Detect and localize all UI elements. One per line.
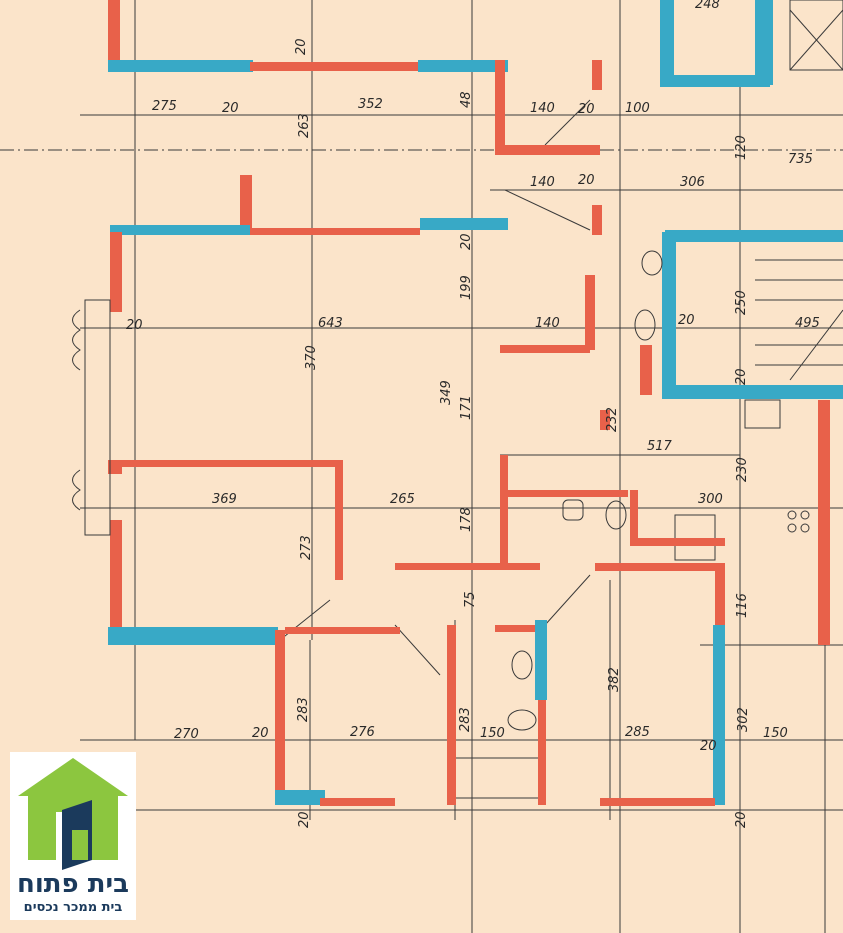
dimension-label: 178 bbox=[459, 507, 474, 532]
dimension-label: 369 bbox=[212, 492, 237, 507]
toilet-icon bbox=[507, 709, 537, 731]
dimension-label: 285 bbox=[625, 725, 650, 740]
dimension-label: 517 bbox=[647, 439, 673, 454]
dimension-label: 20 bbox=[294, 38, 309, 55]
dimension-label: 283 bbox=[296, 697, 311, 722]
dimension-label: 300 bbox=[698, 492, 723, 507]
dimension-label: 120 bbox=[734, 135, 749, 160]
logo-name: בית פתוח bbox=[17, 869, 129, 899]
dimension-label: 75 bbox=[463, 591, 478, 608]
dimension-labels: 275 20 352 140 20 100 735 306 140 20 643… bbox=[126, 0, 820, 828]
dimension-label: 20 bbox=[734, 811, 749, 828]
toilet-icon bbox=[634, 309, 656, 341]
dimension-label: 265 bbox=[390, 492, 415, 507]
sink-icon bbox=[511, 650, 533, 680]
dimension-label: 20 bbox=[459, 233, 474, 250]
dimension-label: 100 bbox=[625, 101, 650, 116]
dimension-label: 643 bbox=[318, 316, 343, 331]
sink-icon bbox=[641, 250, 663, 276]
dimension-label: 116 bbox=[735, 593, 750, 618]
dimension-label: 273 bbox=[299, 535, 314, 560]
dimension-label: 735 bbox=[788, 152, 813, 167]
dimension-label: 283 bbox=[458, 707, 473, 732]
balcony-plants bbox=[72, 309, 81, 511]
company-logo: בית פתוח בית ממכר נכסים bbox=[10, 752, 136, 920]
dimension-label: 20 bbox=[252, 726, 269, 741]
stove-burner-icon bbox=[800, 510, 810, 520]
sink-icon bbox=[562, 499, 584, 521]
dimension-label: 306 bbox=[680, 175, 705, 190]
dimension-label: 20 bbox=[700, 739, 717, 754]
dimension-label: 20 bbox=[678, 313, 695, 328]
dimension-label: 276 bbox=[350, 725, 375, 740]
dimension-label: 370 bbox=[304, 345, 319, 370]
dimension-label: 270 bbox=[174, 727, 199, 742]
staircase bbox=[755, 259, 843, 381]
dimension-label: 150 bbox=[480, 726, 505, 741]
fixtures bbox=[72, 250, 810, 731]
stove-burner-icon bbox=[800, 523, 810, 533]
dimension-label: 48 bbox=[459, 91, 474, 108]
dimension-label: 232 bbox=[605, 407, 620, 432]
dimension-label: 20 bbox=[126, 318, 143, 333]
dimension-label: 20 bbox=[297, 811, 312, 828]
dimension-label: 230 bbox=[735, 457, 750, 482]
dimension-label: 140 bbox=[535, 316, 560, 331]
dimension-label: 140 bbox=[530, 101, 555, 116]
dimension-label: 20 bbox=[578, 102, 595, 117]
dimension-label: 140 bbox=[530, 175, 555, 190]
stove-burner-icon bbox=[787, 523, 797, 533]
dimension-label: 248 bbox=[695, 0, 720, 12]
dimension-label: 495 bbox=[795, 316, 820, 331]
logo-tagline: בית ממכר נכסים bbox=[23, 900, 123, 915]
dimension-label: 263 bbox=[297, 113, 312, 138]
dimension-label: 20 bbox=[734, 368, 749, 385]
dimension-label: 275 bbox=[152, 99, 177, 114]
dimension-label: 382 bbox=[607, 667, 622, 692]
house-door-icon bbox=[18, 758, 128, 870]
stove-burner-icon bbox=[787, 510, 797, 520]
dimension-label: 349 bbox=[439, 380, 454, 405]
dimension-label: 250 bbox=[734, 290, 749, 315]
dimension-label: 199 bbox=[459, 275, 474, 300]
dimension-label: 150 bbox=[763, 726, 788, 741]
dimension-label: 20 bbox=[222, 101, 239, 116]
dimension-label: 302 bbox=[736, 707, 751, 732]
dimension-label: 171 bbox=[459, 395, 474, 420]
toilet-icon bbox=[605, 500, 627, 530]
dimension-label: 352 bbox=[358, 97, 383, 112]
walls bbox=[108, 0, 843, 806]
dimension-label: 20 bbox=[578, 173, 595, 188]
